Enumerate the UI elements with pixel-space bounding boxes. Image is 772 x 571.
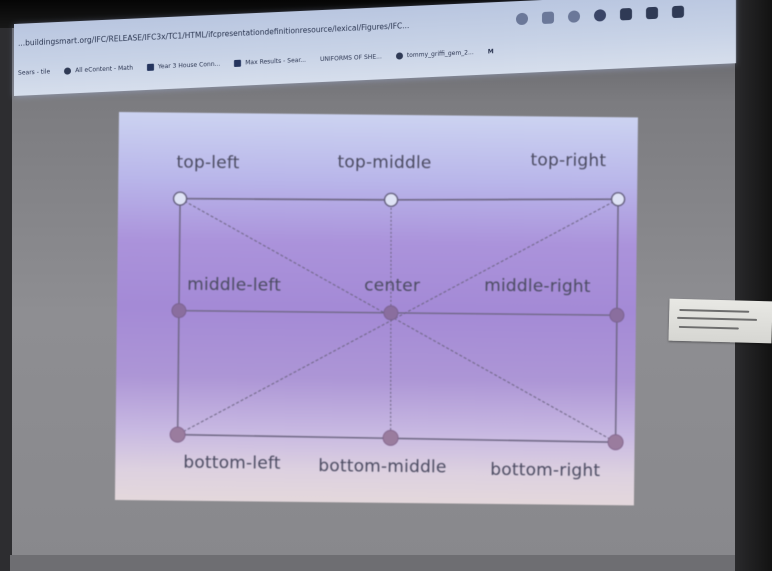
bookmark-label: Max Results - Sear... xyxy=(245,56,307,66)
label-bottom-left: bottom-left xyxy=(183,452,281,474)
note-scribble xyxy=(679,308,750,313)
note-scribble xyxy=(677,316,758,321)
right-edge-dark xyxy=(735,0,772,571)
handle-top-right xyxy=(610,192,626,207)
window-icon[interactable] xyxy=(672,5,684,19)
note-scribble xyxy=(678,325,739,330)
extension-icon[interactable] xyxy=(594,9,606,22)
diagonal-tr-bl xyxy=(177,198,619,436)
bookmark-label: UNIFORMS OF SHE... xyxy=(320,52,382,63)
bookmark-item[interactable]: M xyxy=(488,48,494,55)
anchor-diagram xyxy=(169,191,626,451)
label-top-right: top-right xyxy=(530,150,607,172)
diagonal-tl-br xyxy=(179,198,616,443)
bookmark-label: All eContent - Math xyxy=(75,64,134,74)
bookmark-item[interactable]: Year 3 House Conn... xyxy=(147,60,221,71)
handle-center xyxy=(383,305,399,321)
bookmark-icon xyxy=(234,59,242,67)
settings-icon[interactable] xyxy=(516,12,528,26)
mail-icon: M xyxy=(487,47,494,55)
handle-bottom-right xyxy=(607,434,624,451)
label-top-middle: top-middle xyxy=(337,152,432,174)
handle-middle-left xyxy=(171,303,187,319)
label-top-left: top-left xyxy=(176,152,240,174)
label-bottom-right: bottom-right xyxy=(490,459,601,482)
bookmark-item[interactable]: All eContent - Math xyxy=(64,64,134,75)
globe-icon xyxy=(395,51,403,60)
bookmark-item[interactable]: Max Results - Sear... xyxy=(234,56,307,67)
paper-note xyxy=(668,298,772,344)
floor-edge xyxy=(10,555,735,571)
refresh-icon[interactable] xyxy=(542,11,554,25)
bookmark-item[interactable]: Sears - tile xyxy=(18,68,50,76)
label-middle-left: middle-left xyxy=(187,274,282,296)
browser-toolbar xyxy=(510,0,742,31)
star-icon[interactable] xyxy=(568,10,580,23)
handle-bottom-left xyxy=(169,426,186,443)
projected-slide: top-left top-middle top-right middle-lef… xyxy=(114,112,638,506)
handle-top-middle xyxy=(383,192,399,208)
bookmark-item[interactable]: tommy_griffi_gem_2... xyxy=(395,48,474,60)
label-center: center xyxy=(364,275,421,297)
label-middle-right: middle-right xyxy=(484,275,591,297)
bookmark-icon xyxy=(147,63,155,71)
bookmark-item[interactable]: UNIFORMS OF SHE... xyxy=(320,53,382,63)
calendar-icon[interactable] xyxy=(620,7,632,21)
handle-bottom-middle xyxy=(382,429,399,446)
left-edge xyxy=(0,0,12,571)
label-bottom-middle: bottom-middle xyxy=(318,456,447,478)
handle-top-left xyxy=(172,191,188,206)
grid-icon[interactable] xyxy=(646,6,658,20)
handle-middle-right xyxy=(609,307,625,323)
bookmark-label: Year 3 House Conn... xyxy=(158,60,221,70)
globe-icon xyxy=(64,66,72,75)
bookmark-label: tommy_griffi_gem_2... xyxy=(406,48,474,59)
bookmark-label: Sears - tile xyxy=(18,67,51,77)
frame-top xyxy=(180,197,619,201)
